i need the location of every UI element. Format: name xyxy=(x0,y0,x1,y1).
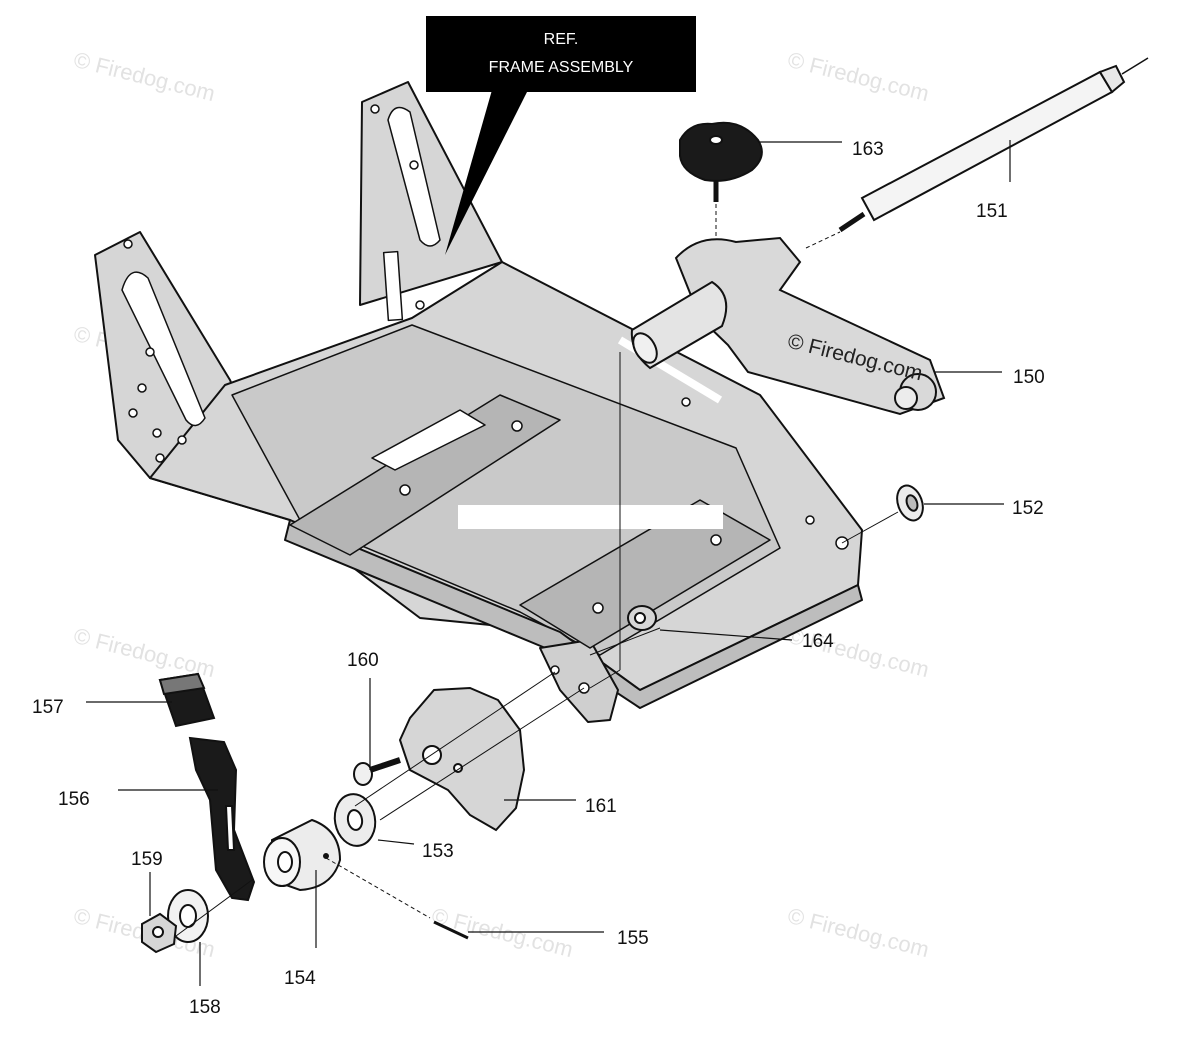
erased-label-area xyxy=(458,505,723,529)
callout-154: 154 xyxy=(284,968,316,989)
frame-holes xyxy=(123,104,849,694)
callout-161: 161 xyxy=(585,796,617,817)
reference-label-line1: REF. xyxy=(543,31,579,48)
callout-153: 153 xyxy=(422,841,454,862)
part-163-knob xyxy=(679,121,763,244)
callout-157: 157 xyxy=(32,697,64,718)
part-152-pushnut xyxy=(841,484,924,544)
callout-155: 155 xyxy=(617,928,649,949)
callout-164: 164 xyxy=(802,631,834,652)
assembly-axis-lines xyxy=(175,352,661,937)
callout-163: 163 xyxy=(852,139,884,160)
part-151-rod xyxy=(805,57,1149,249)
reference-pointer xyxy=(445,90,528,255)
part-160-bolt xyxy=(353,757,401,786)
callout-150: 150 xyxy=(1013,367,1045,388)
part-164-nut xyxy=(627,605,657,631)
part-156-lever xyxy=(188,736,256,902)
callout-159: 159 xyxy=(131,849,163,870)
part-155-pin xyxy=(325,857,469,940)
reference-label-line2: FRAME ASSEMBLY xyxy=(488,59,634,76)
part-153-washer xyxy=(333,793,377,847)
callout-151: 151 xyxy=(976,201,1008,222)
part-157-grip xyxy=(158,672,216,728)
part-158-washer xyxy=(167,889,209,943)
callout-158: 158 xyxy=(189,997,221,1018)
callout-160: 160 xyxy=(347,650,379,671)
reference-label-box: REF. FRAME ASSEMBLY xyxy=(426,16,696,92)
part-154-collar xyxy=(263,818,342,892)
part-161-index-plate xyxy=(398,686,526,832)
callout-152: 152 xyxy=(1012,498,1044,519)
leader-lines xyxy=(86,140,1011,986)
part-159-nut xyxy=(141,912,178,954)
part-150-bracket xyxy=(630,236,946,416)
callout-156: 156 xyxy=(58,789,90,810)
